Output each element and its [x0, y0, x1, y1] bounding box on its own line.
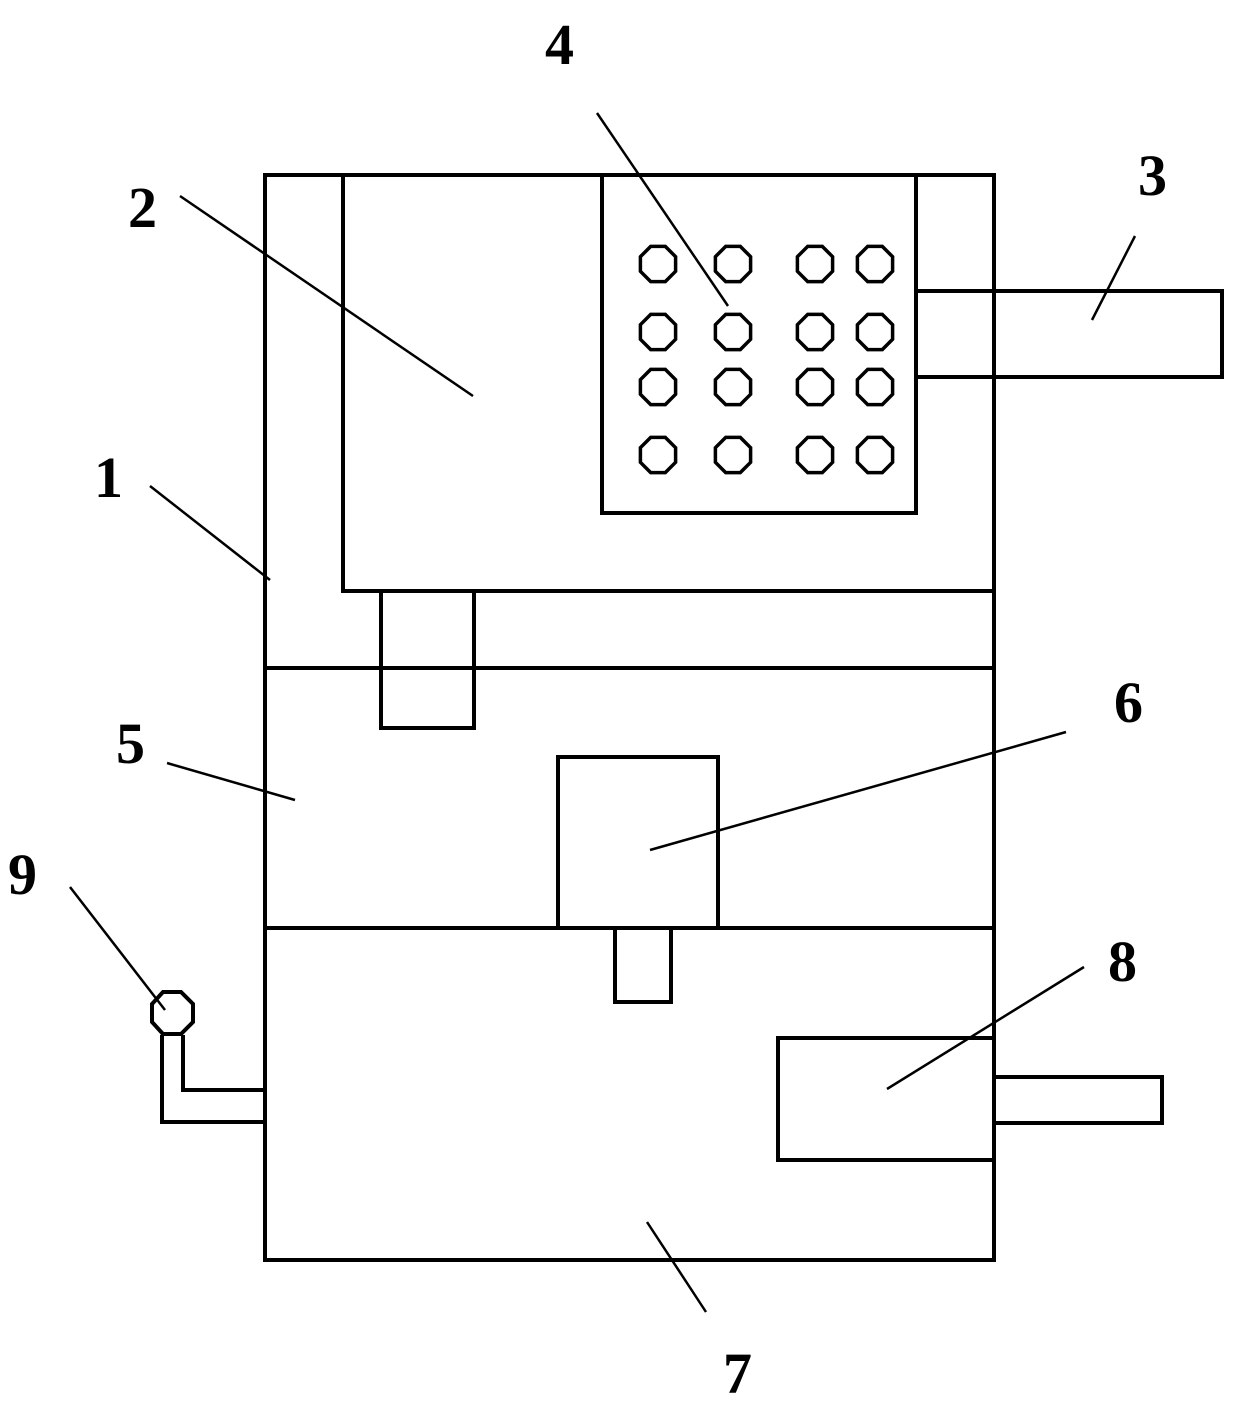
filter-hole [855, 367, 895, 407]
outlet-unit-box [776, 1036, 996, 1162]
inlet-pipe-outline [916, 289, 1224, 379]
outlet-pipe [992, 1075, 1164, 1125]
label-7: 7 [723, 1341, 752, 1406]
leader-3 [1090, 235, 1137, 321]
label-1: 1 [94, 445, 123, 510]
filter-hole [795, 244, 835, 284]
leader-2 [179, 194, 474, 398]
motor-unit-box [556, 755, 720, 930]
label-9: 9 [8, 842, 37, 907]
leader-5 [166, 761, 296, 802]
label-4: 4 [545, 12, 574, 77]
motor-shaft [613, 926, 673, 1004]
filter-hole [713, 435, 753, 475]
label-3: 3 [1138, 143, 1167, 208]
filter-hole [855, 244, 895, 284]
filter-hole [638, 244, 678, 284]
filter-hole [795, 435, 835, 475]
filter-holes [638, 244, 895, 475]
upper-drain-spout [379, 591, 476, 730]
housing-outline [263, 173, 996, 1262]
upper-chamber-outline [341, 175, 994, 593]
label-6: 6 [1114, 670, 1143, 735]
leader-7 [645, 1221, 708, 1313]
filter-hole [638, 435, 678, 475]
filter-hole [795, 312, 835, 352]
filter-hole [638, 367, 678, 407]
valve-pipe-outer [160, 1035, 265, 1124]
filter-basket-outline [600, 175, 918, 515]
filter-hole [795, 367, 835, 407]
filter-hole [713, 244, 753, 284]
label-2: 2 [128, 175, 157, 240]
leader-6 [649, 730, 1067, 852]
valve-icon [150, 990, 195, 1036]
label-8: 8 [1108, 929, 1137, 994]
filter-hole [713, 367, 753, 407]
filter-hole [713, 312, 753, 352]
valve-pipe-inner [181, 1035, 265, 1092]
leader-1 [149, 485, 271, 581]
filter-hole [855, 312, 895, 352]
leader-8 [886, 965, 1085, 1091]
filter-hole [638, 312, 678, 352]
leader-9 [69, 886, 166, 1011]
filter-hole [855, 435, 895, 475]
leader-4 [595, 112, 730, 307]
label-5: 5 [116, 711, 145, 776]
